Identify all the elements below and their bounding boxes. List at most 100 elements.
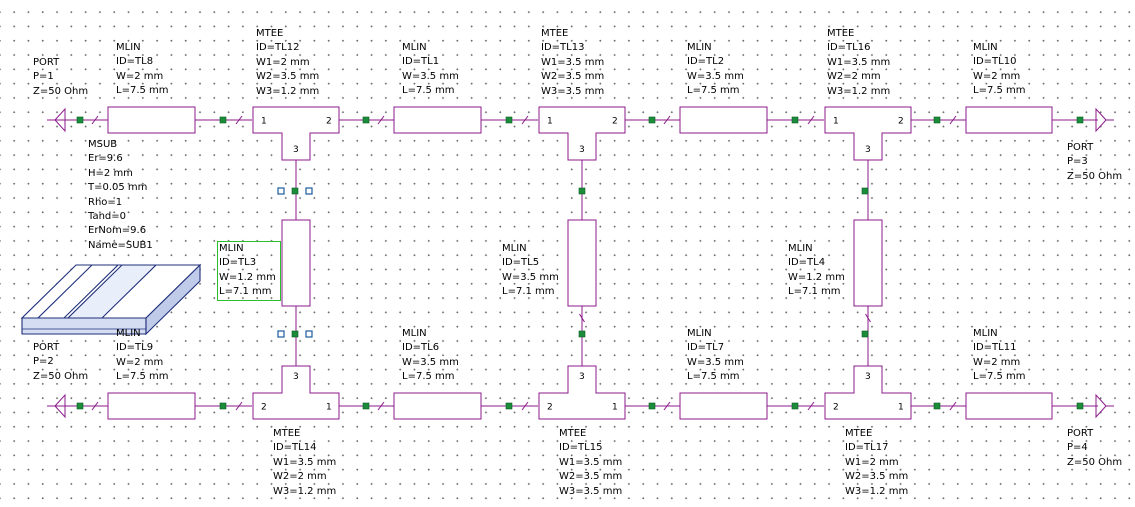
label-line: W=3.5 mm [402, 70, 459, 82]
label-line: W1=3.5 mm [273, 456, 337, 468]
wire-break-mark [235, 115, 243, 125]
label-line: MLIN [116, 42, 141, 53]
pin-number: 2 [261, 403, 267, 413]
label-line: Tand=0 [88, 211, 127, 223]
label-line: MSUB [88, 139, 118, 150]
connection-node [76, 116, 84, 124]
label-line: ID=TL3 [219, 257, 257, 269]
tee-outline [252, 106, 340, 161]
label-line: L=7.1 mm [502, 286, 555, 298]
open-node [277, 187, 285, 195]
label-line: L=7.1 mm [788, 286, 841, 298]
label-line: MLIN [116, 328, 141, 339]
label-line: W1=2 mm [256, 56, 310, 68]
tee-outline [538, 365, 626, 420]
tee-outline [824, 106, 912, 161]
mlin-tl10 [965, 106, 1053, 134]
label-line: L=7.5 mm [973, 85, 1026, 97]
connection-node [648, 116, 656, 124]
label-line: L=7.1 mm [219, 286, 272, 298]
connection-node [362, 402, 370, 410]
wire-break-mark [235, 401, 243, 411]
label-line: MTEE [559, 428, 587, 439]
pin-number: 1 [261, 117, 267, 127]
tee-outline [252, 365, 340, 420]
pin-number: 3 [579, 145, 585, 155]
pin-number: 1 [833, 117, 839, 127]
pin-number: 3 [865, 145, 871, 155]
selection-frame [217, 241, 281, 301]
wire-break-mark [91, 115, 99, 125]
label-line: W3=1.2 mm [845, 485, 909, 497]
label-line: MLIN [219, 243, 244, 254]
label-line: W2=3.5 mm [845, 471, 909, 483]
label-line: MTEE [273, 428, 301, 439]
label-line: L=7.5 mm [973, 371, 1026, 383]
connection-node [578, 187, 586, 195]
pin-number: 1 [326, 403, 332, 413]
substrate-strip [36, 264, 120, 319]
msub-substrate-icon[interactable] [20, 263, 202, 336]
wire-break-mark [949, 115, 957, 125]
label-line: MTEE [256, 28, 284, 39]
label-line: MLIN [502, 243, 527, 254]
pin-number: 2 [326, 117, 332, 127]
label-line: H=2 mm [88, 167, 133, 179]
mlin-tl6 [393, 392, 482, 420]
label-line: W=1.2 mm [788, 271, 845, 283]
tee-outline [824, 365, 912, 420]
wire-break-mark [807, 401, 815, 411]
wire-break-mark [949, 401, 957, 411]
connection-node [933, 402, 941, 410]
open-node [305, 187, 313, 195]
label-line: W2=2 mm [827, 71, 881, 83]
mlin-tl3 [281, 219, 311, 307]
label-line: T=0.05 mm [88, 182, 148, 194]
label-line: MLIN [973, 42, 998, 53]
mlin-tl11 [965, 392, 1053, 420]
label-line: W2=2 mm [273, 471, 327, 483]
label-line: ID=TL11 [973, 342, 1017, 354]
connection-node [76, 402, 84, 410]
pin-number: 2 [547, 403, 553, 413]
open-node [305, 330, 313, 338]
connection-node [861, 187, 869, 195]
label-line: L=7.5 mm [116, 85, 169, 97]
label-line: W1=3.5 mm [559, 456, 623, 468]
mlin-tl1 [393, 106, 482, 134]
wire-break-mark [377, 115, 385, 125]
port-terminal-icon [1095, 393, 1114, 419]
pin-number: 1 [547, 117, 553, 127]
connection-node [578, 330, 586, 338]
wire-break-mark [521, 115, 529, 125]
wire-break-mark [521, 401, 529, 411]
mlin-tl7 [679, 392, 768, 420]
label-line: ID=TL4 [788, 257, 826, 269]
